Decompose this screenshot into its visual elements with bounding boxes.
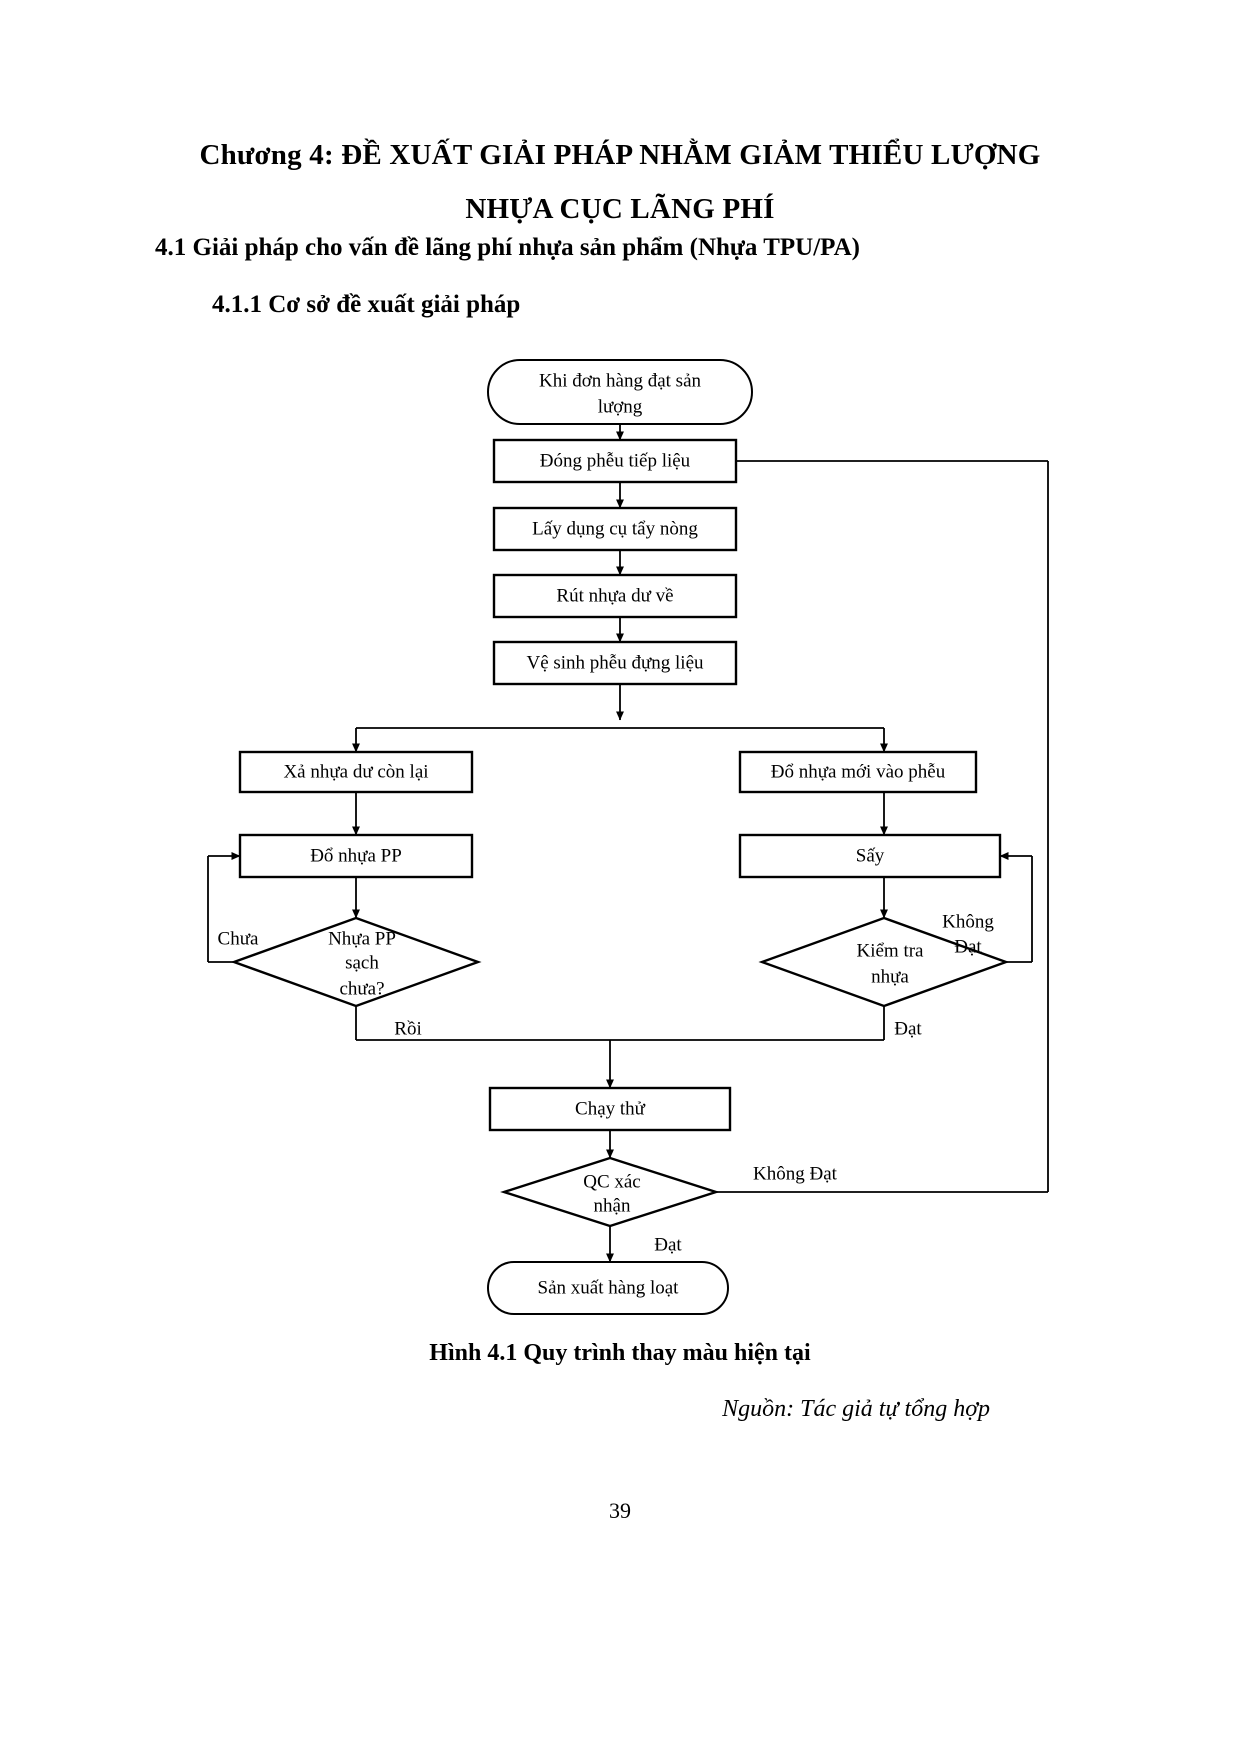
edge-label-dat-kiemtra: Đạt: [894, 1018, 922, 1039]
flowchart-figure: Khi đơn hàng đạt sản lượng Đóng phễu tiế…: [0, 340, 1240, 1320]
page-title-line1: Chương 4: ĐỀ XUẤT GIẢI PHÁP NHẰM GIẢM TH…: [199, 139, 1041, 171]
edge-label-chua: Chưa: [218, 928, 259, 949]
edge-label-khong-dat-kiemtra-line1: Không: [942, 911, 994, 932]
flow-node-ve-sinh: Vệ sinh phễu đựng liệu: [492, 640, 738, 686]
flow-node-start-label-line1: Khi đơn hàng đạt sản: [539, 370, 702, 391]
flow-node-start-label-line2: lượng: [598, 396, 643, 417]
flow-node-do-nhua-moi: Đổ nhựa mới vào phễu: [738, 750, 978, 794]
flow-node-qc-xac-nhan-label-line1: QC xác: [583, 1171, 641, 1192]
page-title-line2: NHỰA CỤC LÃNG PHÍ: [465, 193, 775, 225]
page-title: Chương 4: ĐỀ XUẤT GIẢI PHÁP NHẰM GIẢM TH…: [150, 128, 1090, 236]
flow-node-say: Sấy: [738, 833, 1002, 879]
flow-node-start: Khi đơn hàng đạt sản lượng: [487, 359, 753, 425]
figure-source: Nguồn: Tác giả tự tổng hợp: [722, 1396, 990, 1422]
edge-label-khong-dat-qc: Không Đạt: [753, 1163, 838, 1184]
flow-node-san-xuat: Sản xuất hàng loạt: [487, 1261, 729, 1315]
page-number: 39: [609, 1498, 631, 1523]
flow-node-kiem-tra-label-line2: nhựa: [871, 966, 909, 987]
flow-node-dong-pheu: Đóng phễu tiếp liệu: [492, 438, 738, 484]
flow-node-rut-nhua-label: Rút nhựa dư về: [556, 585, 673, 606]
flow-node-nhua-pp-sach: Nhựa PP sạch chưa?: [230, 916, 482, 1008]
flow-node-chay-thu-label: Chạy thử: [575, 1098, 646, 1119]
flow-node-do-nhua-pp-label: Đổ nhựa PP: [310, 845, 402, 866]
flow-node-rut-nhua: Rút nhựa dư về: [492, 573, 738, 619]
edge-label-khong-dat-kiemtra-line2: Đạt: [954, 936, 982, 957]
section-heading-4-1: 4.1 Giải pháp cho vấn đề lãng phí nhựa s…: [155, 234, 860, 261]
flow-node-qc-xac-nhan-label-line2: nhận: [594, 1195, 631, 1216]
flow-node-lay-dung-cu-label: Lấy dụng cụ tẩy nòng: [532, 518, 698, 539]
flow-node-nhua-pp-sach-label-line1: Nhựa PP: [328, 928, 396, 949]
flow-node-kiem-tra-label-line1: Kiểm tra: [856, 940, 924, 961]
flow-node-chay-thu: Chạy thử: [488, 1086, 732, 1132]
edge-label-roi: Rồi: [394, 1018, 421, 1039]
flow-node-qc-xac-nhan: QC xác nhận: [500, 1156, 720, 1228]
section-heading-4-1-1: 4.1.1 Cơ sở đề xuất giải pháp: [212, 291, 521, 318]
flow-node-lay-dung-cu: Lấy dụng cụ tẩy nòng: [492, 506, 738, 552]
flow-node-dong-pheu-label: Đóng phễu tiếp liệu: [540, 450, 691, 471]
flow-node-do-nhua-moi-label: Đổ nhựa mới vào phễu: [771, 761, 946, 782]
flow-node-san-xuat-label: Sản xuất hàng loạt: [538, 1277, 680, 1298]
flow-node-nhua-pp-sach-label-line2: sạch: [345, 952, 379, 973]
flow-node-do-nhua-pp: Đổ nhựa PP: [238, 833, 474, 879]
flow-node-say-label: Sấy: [856, 845, 885, 866]
flow-connectors: [207, 408, 1049, 1263]
flow-node-ve-sinh-label: Vệ sinh phễu đựng liệu: [526, 652, 704, 673]
flow-node-nhua-pp-sach-label-line3: chưa?: [339, 978, 384, 999]
flow-node-kiem-tra: Kiểm tra nhựa: [758, 916, 1010, 1008]
flow-node-xa-nhua: Xả nhựa dư còn lại: [238, 750, 474, 794]
flow-node-xa-nhua-label: Xả nhựa dư còn lại: [283, 761, 428, 782]
flow-edge-labels: Chưa Rồi Không Đạt Đạt Không Đạt Đạt: [218, 911, 995, 1255]
figure-caption: Hình 4.1 Quy trình thay màu hiện tại: [429, 1340, 811, 1366]
edge-label-dat-qc: Đạt: [654, 1234, 682, 1255]
